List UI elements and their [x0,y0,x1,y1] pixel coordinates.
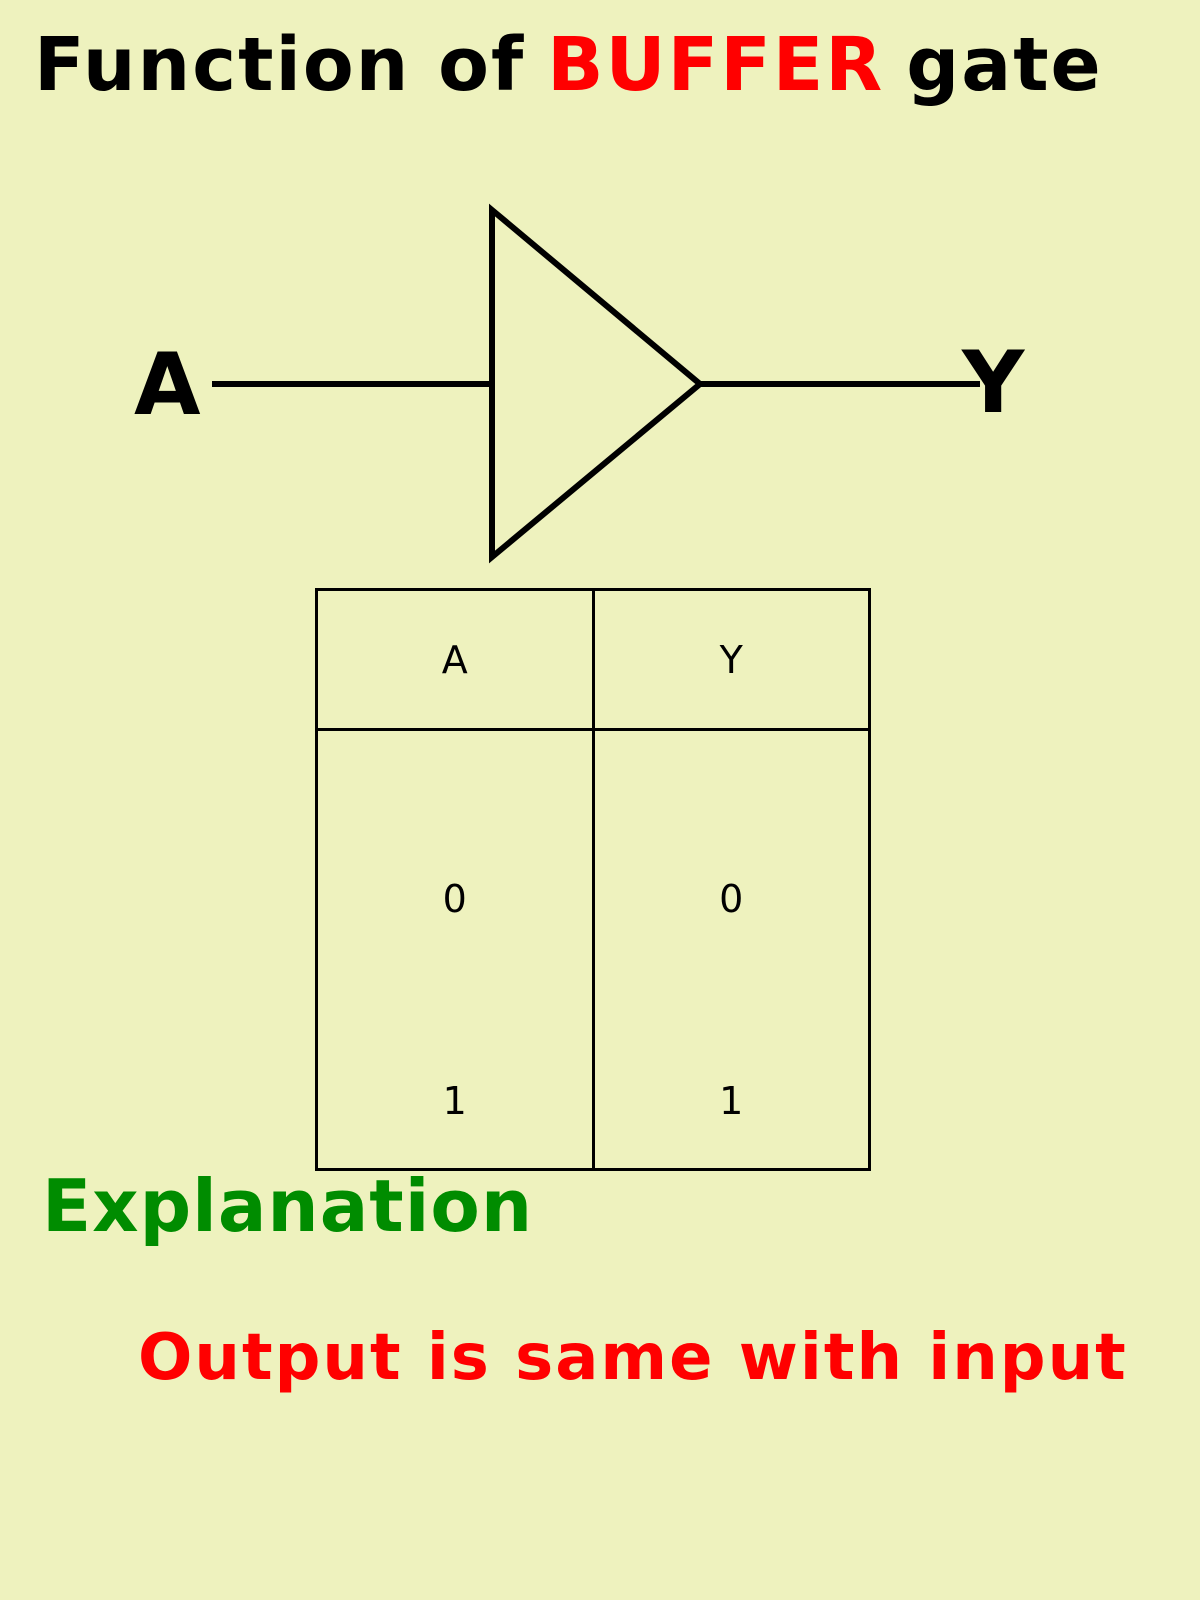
header-cell-a: A [315,588,595,731]
explanation-heading: Explanation [42,1164,534,1248]
table-cell: 0 [315,729,595,943]
title-suffix: gate [906,22,1103,108]
table-cell: 1 [315,943,595,1171]
cell-value: 1 [719,1079,744,1123]
cell-value: 0 [442,877,467,921]
title-highlight: BUFFER [547,22,885,108]
table-cell: 1 [591,943,871,1171]
title-prefix: Function of [34,22,526,108]
output-label-y: Y [962,333,1025,433]
buffer-gate-symbol [489,203,705,564]
truth-table-header-row: A Y [315,588,871,731]
truth-table: A Y 0 0 1 1 [315,588,871,1171]
cell-value: 1 [442,1079,467,1123]
explanation-text: Output is same with input [138,1321,1128,1395]
table-cell: 0 [591,729,871,943]
input-label-a: A [134,335,201,435]
buffer-gate-diagram [212,203,980,564]
header-cell-y: Y [591,588,871,731]
table-row: 0 0 [315,729,871,943]
table-row: 1 1 [315,943,871,1171]
cell-value: 0 [719,877,744,921]
